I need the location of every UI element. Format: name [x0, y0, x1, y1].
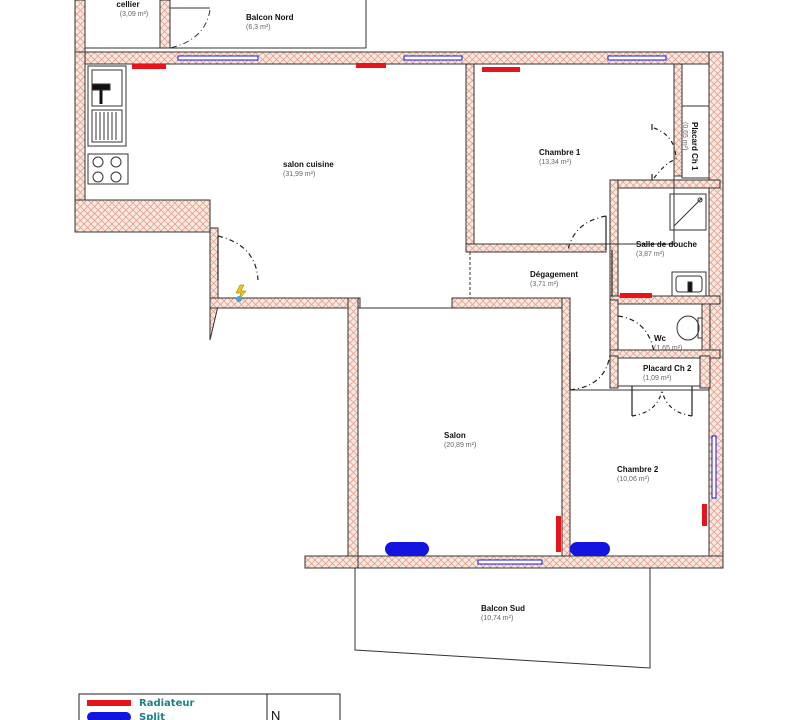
room-area-wc: (1,65 m²)	[654, 345, 682, 352]
walls	[74, 51, 724, 569]
split-unit	[570, 542, 610, 556]
room-name-salle-de-douche: Salle de douche	[636, 240, 697, 249]
radiators	[132, 63, 707, 552]
room-area-balcon-nord: (6,3 m²)	[246, 24, 271, 31]
door	[217, 235, 259, 281]
door	[661, 389, 693, 417]
door	[653, 159, 677, 179]
room-area-salon-cuisine: (31,99 m²)	[283, 171, 315, 178]
washbasin-icon	[671, 271, 707, 297]
room-name-placard-ch1: Placard Ch 1	[690, 122, 699, 171]
room-name-salon-cuisine: salon cuisine	[283, 160, 334, 169]
radiator	[482, 67, 520, 72]
bathroom-fixtures	[669, 193, 711, 351]
split-unit	[385, 542, 429, 556]
door	[569, 353, 611, 391]
room-area-chambre1: (13,34 m²)	[539, 159, 571, 166]
room-name-degagement: Dégagement	[530, 270, 578, 279]
legend-split-label: Split	[139, 712, 165, 720]
north-indicator: N	[271, 708, 280, 720]
shower-icon	[669, 193, 707, 231]
room-area-placard-ch2: (1,09 m²)	[643, 375, 671, 382]
sink-icon	[87, 65, 127, 147]
kitchen-fixtures	[87, 65, 129, 185]
north-annex	[74, 0, 367, 53]
room-name-placard-ch2: Placard Ch 2	[643, 364, 692, 373]
radiator	[556, 516, 561, 552]
radiator	[702, 504, 707, 526]
room-name-chambre2: Chambre 2	[617, 465, 659, 474]
room-name-balcon-sud: Balcon Sud	[481, 604, 525, 613]
door	[567, 215, 607, 251]
toilet-icon	[676, 315, 700, 341]
room-name-wc: Wc	[654, 334, 667, 343]
splits	[385, 542, 610, 556]
door	[617, 315, 655, 353]
cooktop-icon	[87, 153, 129, 185]
room-name-chambre1: Chambre 1	[539, 148, 581, 157]
room-area-degagement: (3,71 m²)	[530, 281, 558, 288]
legend: Radiateur Split N	[78, 693, 341, 720]
legend-radiateur-label: Radiateur	[139, 698, 194, 709]
radiator	[620, 293, 652, 298]
room-name-balcon-nord: Balcon Nord	[246, 13, 294, 22]
room-name-salon: Salon	[444, 431, 466, 440]
legend-split-swatch	[87, 712, 131, 720]
legend-radiateur-swatch	[87, 700, 131, 706]
room-area-chambre2: (10,06 m²)	[617, 476, 649, 483]
electric-panel-icon	[235, 284, 247, 302]
door	[653, 127, 677, 161]
room-area-salon: (20,89 m²)	[444, 442, 476, 449]
room-labels: cellier (3,09 m²) Balcon Nord (6,3 m²) s…	[116, 0, 699, 622]
room-area-salle-de-douche: (3,87 m²)	[636, 251, 664, 258]
room-area-cellier: (3,09 m²)	[120, 11, 148, 18]
radiator	[356, 63, 386, 68]
room-area-balcon-sud: (10,74 m²)	[481, 615, 513, 622]
doors	[217, 124, 693, 417]
windows	[177, 55, 717, 565]
room-name-cellier: cellier	[116, 0, 139, 9]
radiator	[132, 64, 166, 69]
room-area-placard-ch1: (0,65 m²)	[681, 122, 688, 150]
door	[631, 389, 663, 417]
